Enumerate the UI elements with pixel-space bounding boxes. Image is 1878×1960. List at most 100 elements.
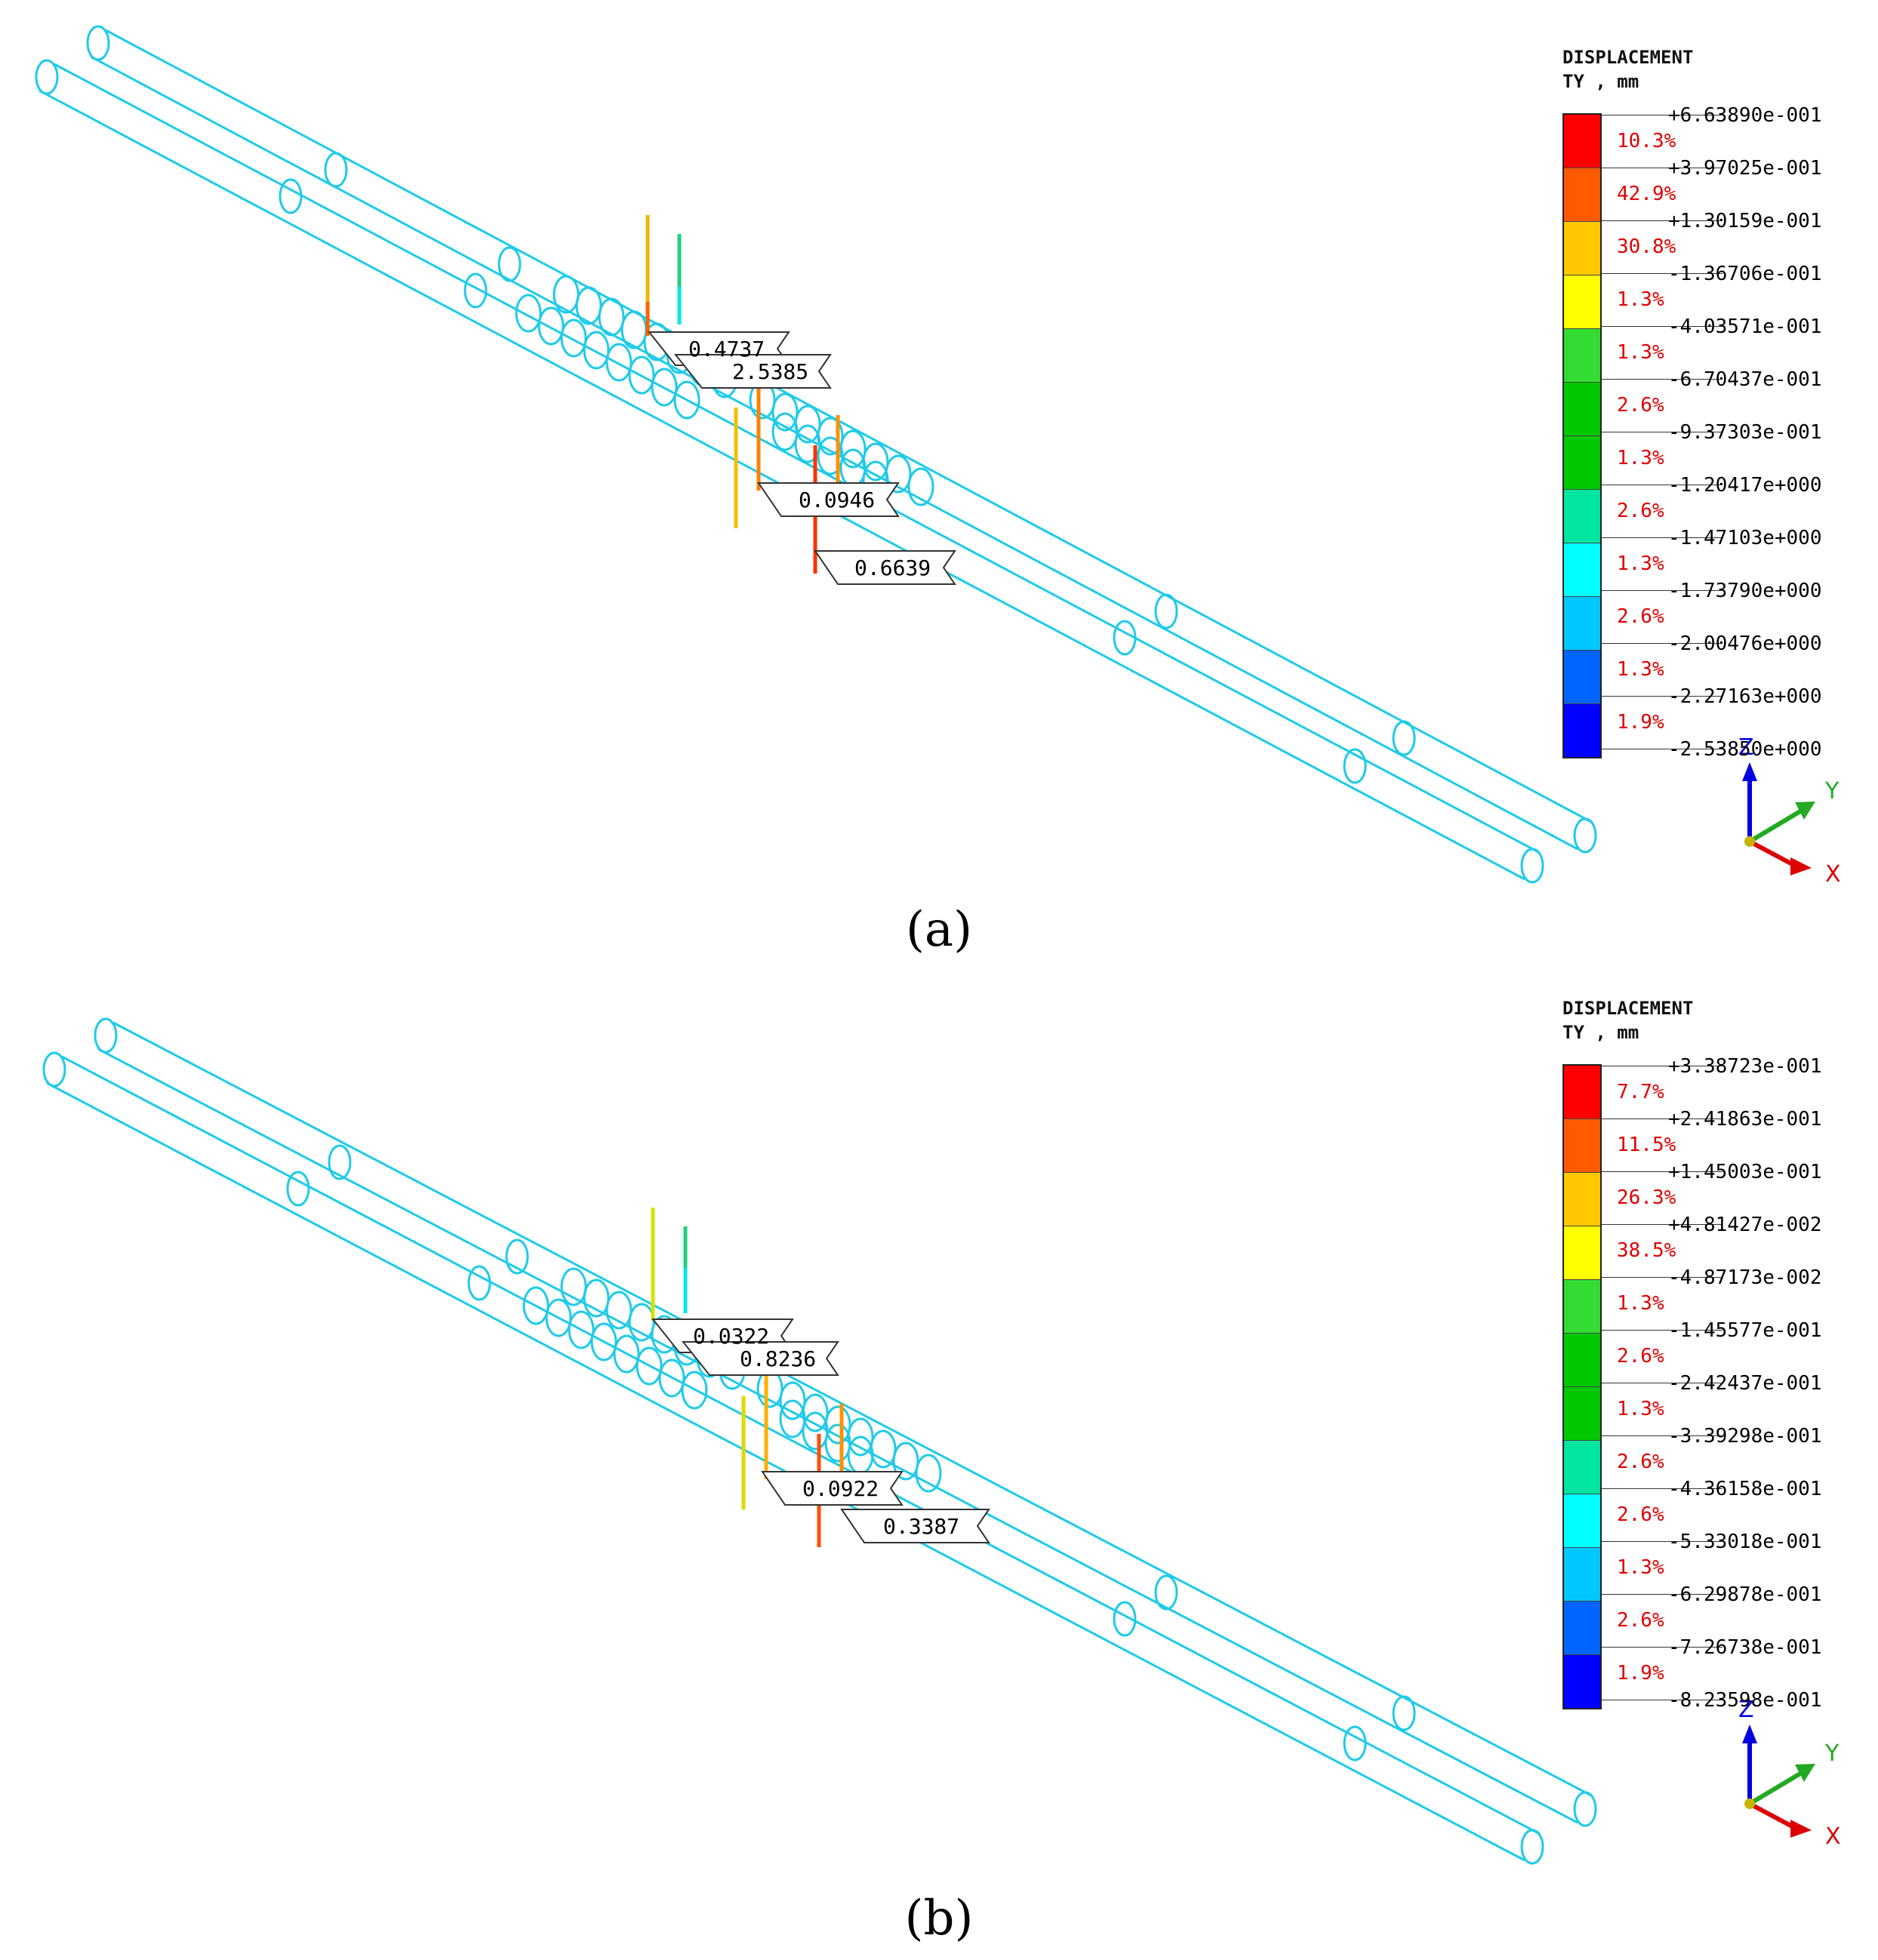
- band-b-7: [1564, 1387, 1600, 1441]
- band-b-12: [1564, 1655, 1600, 1708]
- tick-b-11: -6.29878e-001: [1668, 1583, 1822, 1606]
- pct-a-2: 42.9%: [1617, 183, 1676, 205]
- axis-z-label-b: Z: [1738, 1697, 1754, 1723]
- band-a-9: [1564, 543, 1600, 597]
- tick-b-10: -5.33018e-001: [1668, 1531, 1822, 1553]
- callout-1-a: 0.4737: [688, 337, 765, 362]
- color-bands-a: [1562, 113, 1602, 758]
- band-b-9: [1564, 1494, 1600, 1548]
- pct-b-5: 1.3%: [1617, 1292, 1664, 1315]
- pct-a-5: 1.3%: [1617, 341, 1664, 364]
- pct-b-10: 1.3%: [1617, 1556, 1664, 1579]
- tick-b-2: +2.41863e-001: [1668, 1108, 1822, 1131]
- axis-x-label-a: X: [1825, 861, 1841, 888]
- band-a-5: [1564, 329, 1600, 383]
- pct-b-6: 2.6%: [1617, 1345, 1664, 1368]
- band-b-3: [1564, 1173, 1600, 1226]
- pct-b-1: 7.7%: [1617, 1081, 1664, 1103]
- tick-b-7: -2.42437e-001: [1668, 1372, 1822, 1395]
- pct-b-3: 26.3%: [1617, 1186, 1676, 1209]
- callout-2-b: 0.8236: [740, 1346, 816, 1371]
- tick-a-1: +6.63890e-001: [1668, 104, 1822, 127]
- band-a-8: [1564, 490, 1600, 543]
- tick-a-2: +3.97025e-001: [1668, 157, 1822, 180]
- band-a-10: [1564, 597, 1600, 651]
- panel-b: 0.0322 0.8236 0.0922 0.3387 Z Y X DISPLA…: [0, 981, 1878, 1946]
- pipe-model-a: 0.4737 2.5385 0.0946 0.6639 Z Y X: [35, 25, 1841, 888]
- tick-b-3: +1.45003e-001: [1668, 1161, 1822, 1183]
- pct-a-9: 1.3%: [1617, 552, 1664, 575]
- panel-a: 0.4737 2.5385 0.0946 0.6639 Z Y X DISPLA…: [0, 0, 1878, 958]
- callout-1-b: 0.0322: [693, 1324, 769, 1349]
- panel-label-b: (b): [904, 1891, 974, 1946]
- tick-a-5: -4.03571e-001: [1668, 315, 1822, 338]
- tick-b-5: -4.87173e-002: [1668, 1266, 1822, 1289]
- tick-b-6: -1.45577e-001: [1668, 1319, 1822, 1342]
- tick-a-10: -1.73790e+000: [1668, 580, 1822, 602]
- tick-b-8: -3.39298e-001: [1668, 1425, 1822, 1448]
- color-bands-b: [1562, 1064, 1602, 1709]
- axis-y-label-b: Y: [1824, 1740, 1840, 1767]
- callout-4-a: 0.6639: [854, 555, 931, 580]
- tick-a-6: -6.70437e-001: [1668, 368, 1822, 391]
- pct-a-10: 2.6%: [1617, 605, 1664, 628]
- band-a-4: [1564, 275, 1600, 329]
- band-b-11: [1564, 1602, 1600, 1655]
- pct-b-7: 1.3%: [1617, 1398, 1664, 1420]
- axis-triad-b: Z Y X: [1738, 1697, 1841, 1850]
- band-a-12: [1564, 704, 1600, 757]
- pct-a-4: 1.3%: [1617, 288, 1664, 311]
- pct-b-9: 2.6%: [1617, 1503, 1664, 1526]
- tick-b-1: +3.38723e-001: [1668, 1055, 1822, 1078]
- pct-a-3: 30.8%: [1617, 235, 1676, 258]
- tick-b-13: -8.23598e-001: [1668, 1689, 1822, 1712]
- band-b-10: [1564, 1548, 1600, 1602]
- tick-a-12: -2.27163e+000: [1668, 685, 1822, 708]
- tick-a-8: -1.20417e+000: [1668, 474, 1822, 497]
- axis-x-label-b: X: [1825, 1823, 1841, 1850]
- callout-3-a: 0.0946: [799, 488, 875, 512]
- tick-a-9: -1.47103e+000: [1668, 527, 1822, 549]
- tick-a-11: -2.00476e+000: [1668, 632, 1822, 655]
- pct-b-12: 1.9%: [1617, 1662, 1664, 1685]
- panel-label-a: (a): [905, 902, 973, 958]
- tick-b-4: +4.81427e-002: [1668, 1214, 1822, 1236]
- callout-4-b: 0.3387: [883, 1514, 959, 1539]
- band-a-3: [1564, 222, 1600, 275]
- pct-a-12: 1.9%: [1617, 711, 1664, 734]
- band-b-2: [1564, 1119, 1600, 1173]
- pct-b-4: 38.5%: [1617, 1239, 1676, 1262]
- band-a-1: [1564, 115, 1600, 168]
- band-a-11: [1564, 651, 1600, 704]
- axis-z-label-a: Z: [1738, 734, 1754, 761]
- band-b-4: [1564, 1226, 1600, 1280]
- axis-triad-a: Z Y X: [1738, 734, 1841, 888]
- pct-a-7: 1.3%: [1617, 447, 1664, 469]
- band-b-5: [1564, 1280, 1600, 1334]
- band-b-8: [1564, 1441, 1600, 1494]
- callout-3-b: 0.0922: [802, 1476, 879, 1501]
- tick-a-7: -9.37303e-001: [1668, 421, 1822, 444]
- pct-a-8: 2.6%: [1617, 500, 1664, 522]
- pct-a-6: 2.6%: [1617, 394, 1664, 417]
- pct-b-8: 2.6%: [1617, 1451, 1664, 1473]
- band-b-1: [1564, 1066, 1600, 1119]
- pct-b-2: 11.5%: [1617, 1134, 1676, 1156]
- pipe-model-b: 0.0322 0.8236 0.0922 0.3387 Z Y X: [42, 1017, 1841, 1865]
- axis-y-label-a: Y: [1824, 778, 1840, 805]
- tick-a-3: +1.30159e-001: [1668, 210, 1822, 232]
- band-a-2: [1564, 168, 1600, 222]
- tick-b-12: -7.26738e-001: [1668, 1636, 1822, 1659]
- pct-b-11: 2.6%: [1617, 1609, 1664, 1632]
- pct-a-11: 1.3%: [1617, 658, 1664, 681]
- tick-a-13: -2.53850e+000: [1668, 738, 1822, 761]
- tick-a-4: -1.36706e-001: [1668, 263, 1822, 285]
- band-a-7: [1564, 436, 1600, 490]
- band-b-6: [1564, 1334, 1600, 1387]
- callout-2-a: 2.5385: [732, 359, 808, 384]
- band-a-6: [1564, 383, 1600, 436]
